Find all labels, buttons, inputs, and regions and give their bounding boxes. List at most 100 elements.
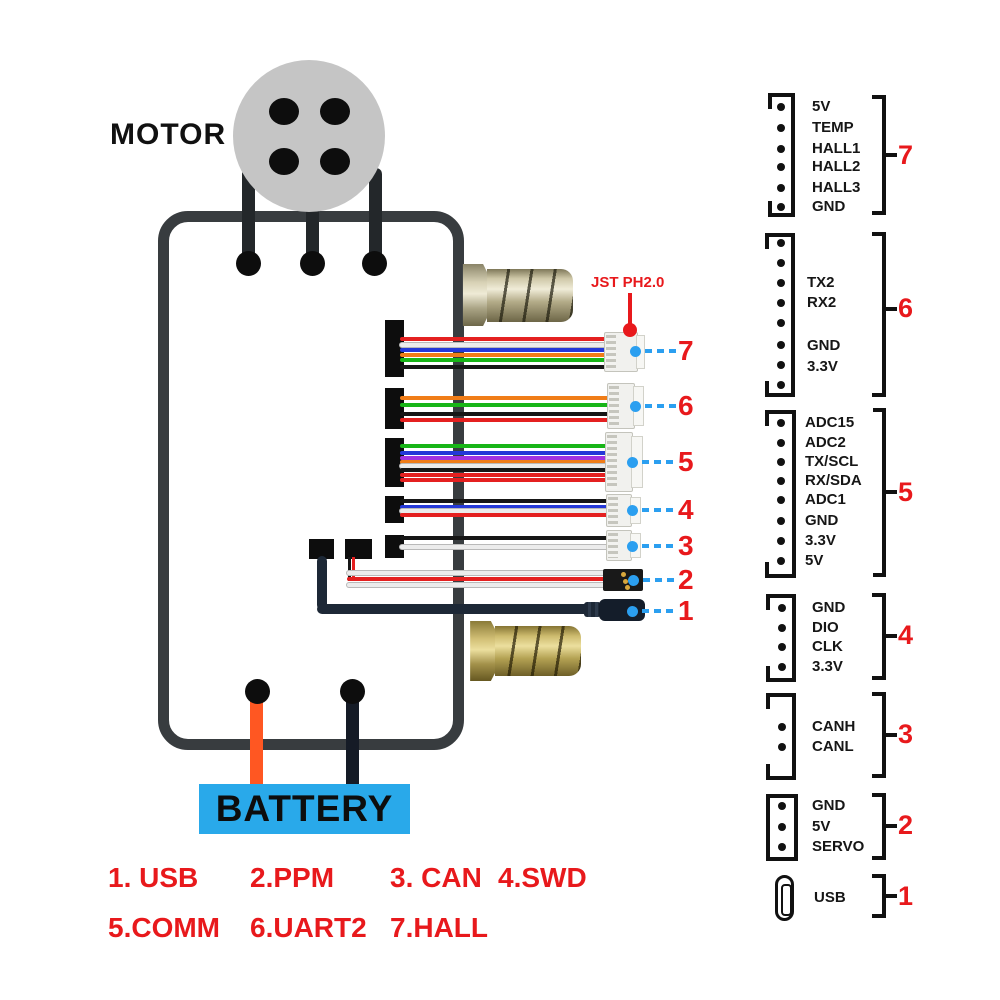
bracket-tick [886,894,897,898]
leader-dash-6 [645,404,677,408]
pin-label: RX/SDA [805,472,862,489]
pin-dot [778,624,786,632]
pin-box-3 [766,693,796,780]
dupont-pin [621,572,626,577]
pin-box-2 [766,794,798,861]
motor-label: MOTOR [110,118,227,151]
pin-box-stub [765,237,769,249]
pin-box-stub [766,666,770,678]
pin-dot [778,802,786,810]
pin-dot [777,163,785,171]
leader-dot-5 [627,456,638,468]
pin-dot [778,663,786,671]
header-block-1 [309,539,334,559]
group-number-2: 2 [898,810,914,840]
wire [400,348,608,352]
pin-label: CANL [812,738,854,755]
motor-phase-wire [369,168,382,268]
wire [400,513,608,517]
leader-dash-4 [642,508,676,512]
leader-dot-1 [627,605,638,617]
pin-box-stub [766,697,770,709]
pin-label: TX2 [807,274,835,291]
wire [400,396,610,400]
pin-dot [778,843,786,851]
wire [400,478,608,482]
wire [400,545,608,549]
jst-pins [608,533,618,558]
bullet-connector-barrel [487,269,573,322]
bracket-tick [886,824,897,828]
legend-hall: 7.HALL [390,912,488,943]
dupont-pin [623,578,628,584]
wire [400,418,610,422]
legend-can: 3. CAN [390,862,482,893]
header-block-4 [385,496,404,523]
battery-box: BATTERY [199,784,410,834]
battery-label: BATTERY [215,788,394,829]
pin-label: DIO [812,619,839,636]
bullet-connector-nut [470,621,499,681]
usb-strain-relief [584,602,601,617]
pin-box-5 [765,410,796,578]
pin-label: CLK [812,638,843,655]
phase-pad [236,251,261,276]
leader-dot-2 [628,574,639,586]
pin-label: GND [812,198,846,215]
jst-pins [608,497,618,524]
leader-dot-6 [630,400,641,412]
wire [347,583,605,587]
pin-label: GND [807,337,841,354]
pin-label: TEMP [812,119,854,136]
pin-label: HALL3 [812,179,861,196]
pin-dot [777,203,785,211]
leader-dash-5 [642,460,676,464]
usb-cable [317,604,593,614]
wire [400,460,608,464]
wire [352,557,355,581]
motor-phase-wire [242,168,255,268]
group-bracket-3 [872,692,886,778]
legend-usb: 1. USB [108,862,199,893]
pin-box-stub [766,764,770,776]
leader-dot-4 [627,504,638,516]
group-bracket-5 [873,408,886,577]
bracket-tick [886,490,897,494]
group-number-4: 4 [898,620,914,650]
bullet-connector-nut [462,264,491,326]
jst-pins [606,335,616,369]
pin-box-stub [768,97,772,109]
pin-label: 3.3V [812,658,843,675]
header-block-7 [385,320,404,377]
pin-dot [777,124,785,132]
wire [400,499,608,503]
pin-dot [777,184,785,192]
pin-dot [777,259,785,267]
header-block-5 [385,438,404,487]
leader-dash-1 [642,609,676,613]
pin-label: TX/SCL [805,453,859,470]
pin-dot [778,823,786,831]
wire [400,403,610,407]
leader-dash-2 [643,578,676,582]
legend-ppm: 2.PPM [250,862,335,893]
pin-label: ADC2 [805,434,846,451]
usb-cable [317,556,327,610]
cable-number-7: 7 [678,335,694,366]
wire [400,358,608,362]
dupont-pin [625,585,630,590]
legend-uart2: 6.UART2 [250,912,367,943]
battery-wire-negative [346,689,359,788]
wire [347,577,605,581]
battery-pad [245,679,270,704]
pin-dot [777,537,785,545]
pin-dot [778,604,786,612]
pin-dot [777,145,785,153]
bracket-tick [886,733,897,737]
motor-bolt-hole [320,98,350,125]
wire [400,509,608,513]
pin-label: 3.3V [807,358,838,375]
wire [400,451,608,455]
pin-dot [777,361,785,369]
pin-dot [777,477,785,485]
